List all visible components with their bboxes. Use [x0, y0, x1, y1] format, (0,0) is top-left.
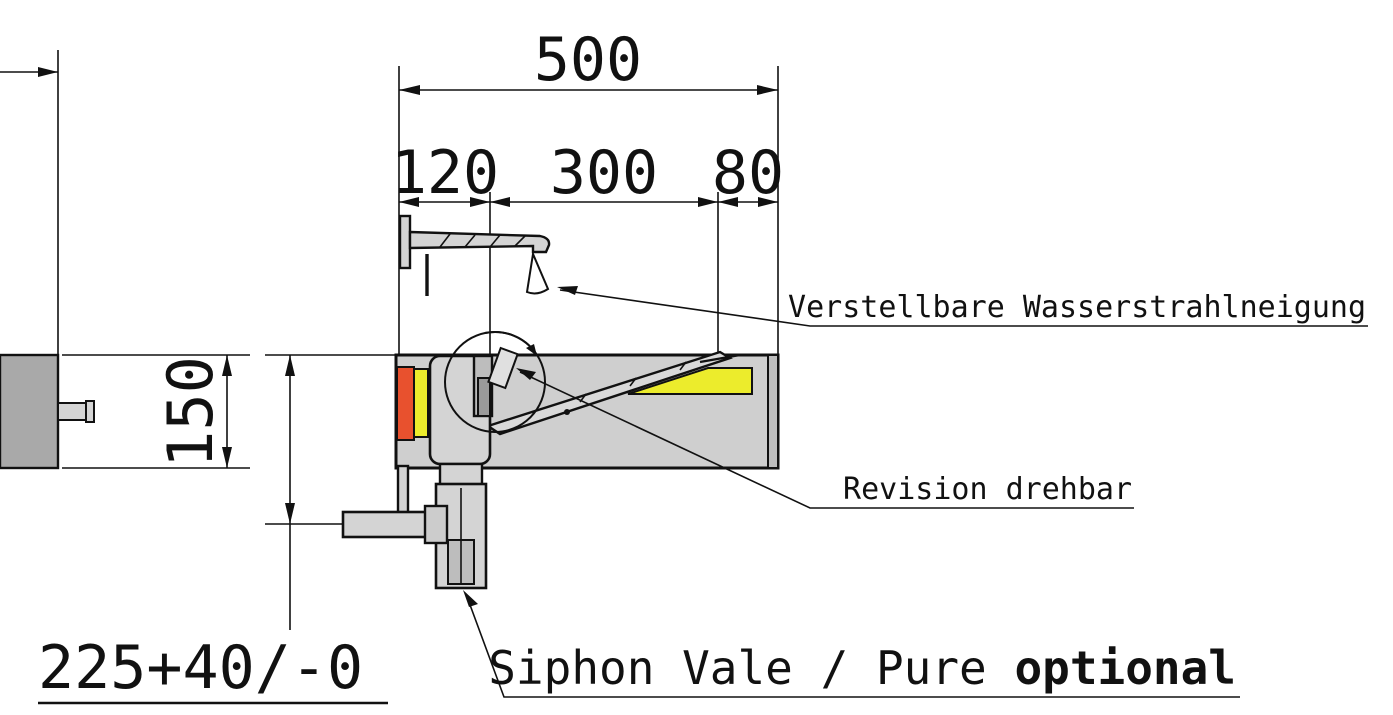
revision-leader-line	[519, 371, 1134, 509]
slope-hatch-3	[629, 377, 637, 387]
dimension-segment-1-label: 120	[391, 138, 499, 208]
revision-cap	[487, 346, 519, 390]
height-dimension-arrow-bottom	[222, 447, 232, 468]
wall-block	[0, 353, 60, 470]
faucet-hatch-2	[464, 234, 476, 248]
segment-3-arrow-right	[758, 197, 778, 207]
slope-fastener	[564, 409, 570, 415]
dimension-segment-2-label: 300	[550, 138, 658, 208]
install-dimension-arrow-top	[285, 355, 295, 376]
basin-rear-wall	[767, 354, 779, 469]
faucet-hatch-1	[439, 233, 451, 248]
wall-connector-cap	[85, 400, 95, 423]
overall-arrow-right	[757, 85, 778, 95]
basin	[394, 331, 780, 470]
annotation-siphon-optional: optional	[1014, 641, 1236, 695]
overall-arrow-left	[399, 85, 420, 95]
orange-wall-segment	[396, 366, 415, 441]
annotation-water-jet: Verstellbare Wasserstrahlneigung	[788, 290, 1366, 325]
segment-2-arrow-right	[698, 197, 718, 207]
segment-1-arrow-right	[470, 197, 490, 207]
segment-2-arrow-left	[490, 197, 510, 207]
water-jet-cone	[525, 250, 550, 295]
outlet-pipe-nut	[423, 504, 449, 545]
faucet-hatch-3	[489, 234, 501, 248]
install-dimension-arrow-mid	[285, 503, 295, 524]
annotation-siphon-text: Siphon Vale / Pure	[488, 641, 1014, 695]
slope-top-edge	[699, 353, 741, 364]
dimension-install-height-label: 225+40/-0	[38, 633, 363, 703]
slope-hatch-4	[679, 361, 687, 371]
yellow-block-left	[413, 368, 429, 438]
revision-rotation-arrowhead	[526, 344, 537, 356]
annotation-revision: Revision drehbar	[843, 472, 1132, 507]
left-dimension-arrow	[38, 67, 58, 77]
dimension-height-label: 150	[154, 356, 227, 468]
dimension-overall-label: 500	[534, 25, 642, 95]
siphon-leader-line	[465, 593, 1240, 698]
basin-wall-bracket	[396, 464, 410, 518]
drain-inner-block	[477, 377, 491, 417]
outlet-pipe	[341, 510, 441, 539]
height-dimension-arrow-top	[222, 355, 232, 376]
faucet	[398, 214, 551, 296]
yellow-wedge	[627, 367, 753, 395]
water-jet-leader-line	[559, 289, 1368, 327]
siphon	[341, 462, 488, 590]
faucet-wall-plate	[398, 214, 412, 270]
segment-3-arrow-left	[718, 197, 738, 207]
faucet-spout	[408, 230, 551, 254]
segment-1-arrow-left	[399, 197, 419, 207]
dimension-segment-3-label: 80	[712, 138, 784, 208]
annotation-siphon: Siphon Vale / Pure optional	[488, 641, 1236, 695]
faucet-hatch-4	[514, 235, 526, 247]
